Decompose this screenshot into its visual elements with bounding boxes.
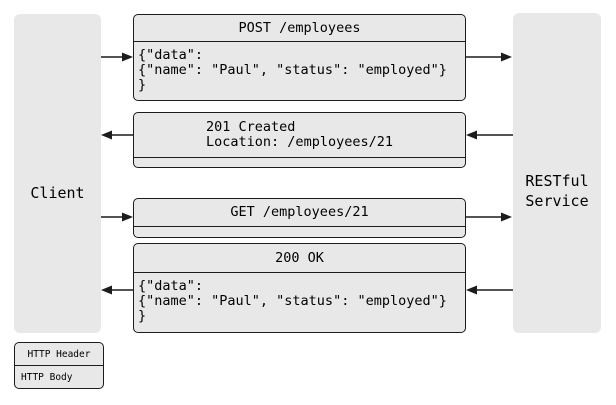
- message-200-header: 200 OK: [134, 244, 465, 273]
- message-post-header: POST /employees: [134, 15, 465, 42]
- legend-box: HTTP Header HTTP Body: [14, 342, 104, 389]
- message-200-response: 200 OK {"data": {"name": "Paul", "status…: [133, 243, 466, 333]
- message-post-request: POST /employees {"data": {"name": "Paul"…: [133, 14, 466, 101]
- message-get-body: [134, 227, 465, 233]
- service-actor-box: RESTful Service: [513, 13, 601, 333]
- message-201-header: 201 Created Location: /employees/21: [134, 113, 465, 158]
- arrow-get-request-left: [101, 212, 133, 222]
- message-get-header: GET /employees/21: [134, 199, 465, 227]
- arrow-post-request-left: [101, 52, 133, 62]
- client-actor-box: Client: [14, 14, 101, 333]
- arrow-post-request-right: [466, 52, 512, 62]
- message-post-title: POST /employees: [238, 19, 361, 36]
- arrow-201-response-right: [466, 130, 513, 140]
- arrow-201-response-left: [101, 130, 133, 140]
- legend-http-header: HTTP Header: [15, 343, 103, 366]
- arrow-get-request-right: [466, 212, 512, 222]
- message-get-title: GET /employees/21: [230, 204, 369, 220]
- arrow-200-response-right: [466, 285, 513, 295]
- client-label: Client: [30, 184, 85, 202]
- message-201-body: [134, 158, 465, 164]
- message-post-body: {"data": {"name": "Paul", "status": "emp…: [138, 47, 447, 93]
- message-200-title: 200 OK: [275, 249, 324, 266]
- message-201-response: 201 Created Location: /employees/21: [133, 112, 466, 168]
- service-label: RESTful Service: [525, 172, 589, 210]
- message-201-title: 201 Created Location: /employees/21: [206, 119, 393, 150]
- message-get-request: GET /employees/21: [133, 198, 466, 238]
- legend-http-body: HTTP Body: [21, 372, 73, 383]
- message-200-body: {"data": {"name": "Paul", "status": "emp…: [138, 278, 447, 324]
- arrow-200-response-left: [101, 285, 133, 295]
